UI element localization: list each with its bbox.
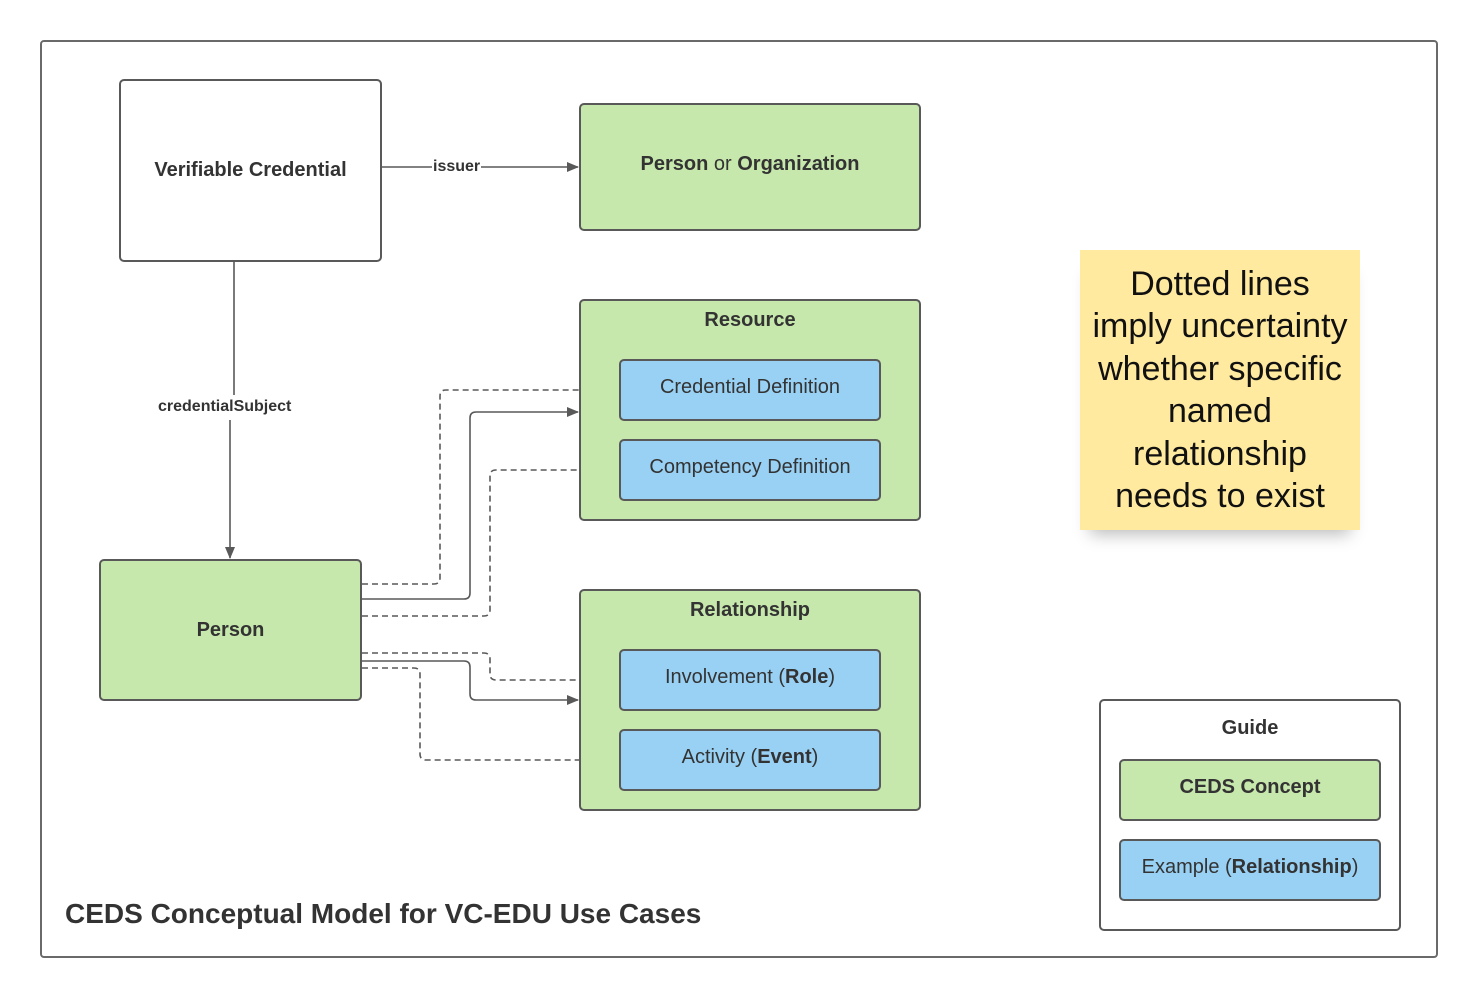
edge-person-involvement [362,652,619,685]
guide-example-label: Example (Relationship) [1141,855,1359,878]
container-relationship-title: Relationship [689,599,810,621]
node-person-label: Person [196,618,265,641]
edge-person-activity [362,667,619,765]
issuer-person-text: Person [640,152,709,175]
edge-person-credential-definition [362,385,619,585]
node-person-or-organization: Person or Organization [579,103,921,231]
node-credential-definition: Credential Definition [619,359,881,421]
node-credential-definition-label: Credential Definition [659,375,841,398]
guide-ceds-concept-label: CEDS Concept [1179,775,1321,798]
node-person: Person [99,559,362,701]
node-competency-definition-label: Competency Definition [649,455,851,478]
edge-person-relationship [362,660,579,705]
node-person-or-organization-label: Person or Organization [641,153,860,176]
edge-credential-subject [230,262,234,558]
node-competency-definition: Competency Definition [619,439,881,501]
diagram-frame [40,40,1438,958]
issuer-or-text: or [708,152,738,175]
sticky-note-text: Dotted lines imply uncertainty whether s… [1092,264,1348,516]
node-verifiable-credential: Verifiable Credential [119,79,382,262]
node-activity-label: Activity (Event) [681,745,819,768]
node-verifiable-credential-label: Verifiable Credential [154,159,347,181]
diagram-title: CEDS Conceptual Model for VC-EDU Use Cas… [65,898,702,929]
edge-label-issuer: issuer [432,158,482,176]
edge-label-credential-subject: credentialSubject [157,398,293,416]
sticky-note: Dotted lines imply uncertainty whether s… [1080,250,1360,530]
container-resource-title: Resource [704,309,796,331]
issuer-organization-text: Organization [737,152,860,175]
edge-person-resource [362,407,579,600]
node-involvement-label: Involvement (Role) [664,665,836,688]
node-activity: Activity (Event) [619,729,881,791]
guide-example: Example (Relationship) [1119,839,1381,901]
edge-person-competency-definition [362,465,619,617]
node-involvement: Involvement (Role) [619,649,881,711]
guide-ceds-concept: CEDS Concept [1119,759,1381,821]
guide-title: Guide [1221,717,1279,739]
